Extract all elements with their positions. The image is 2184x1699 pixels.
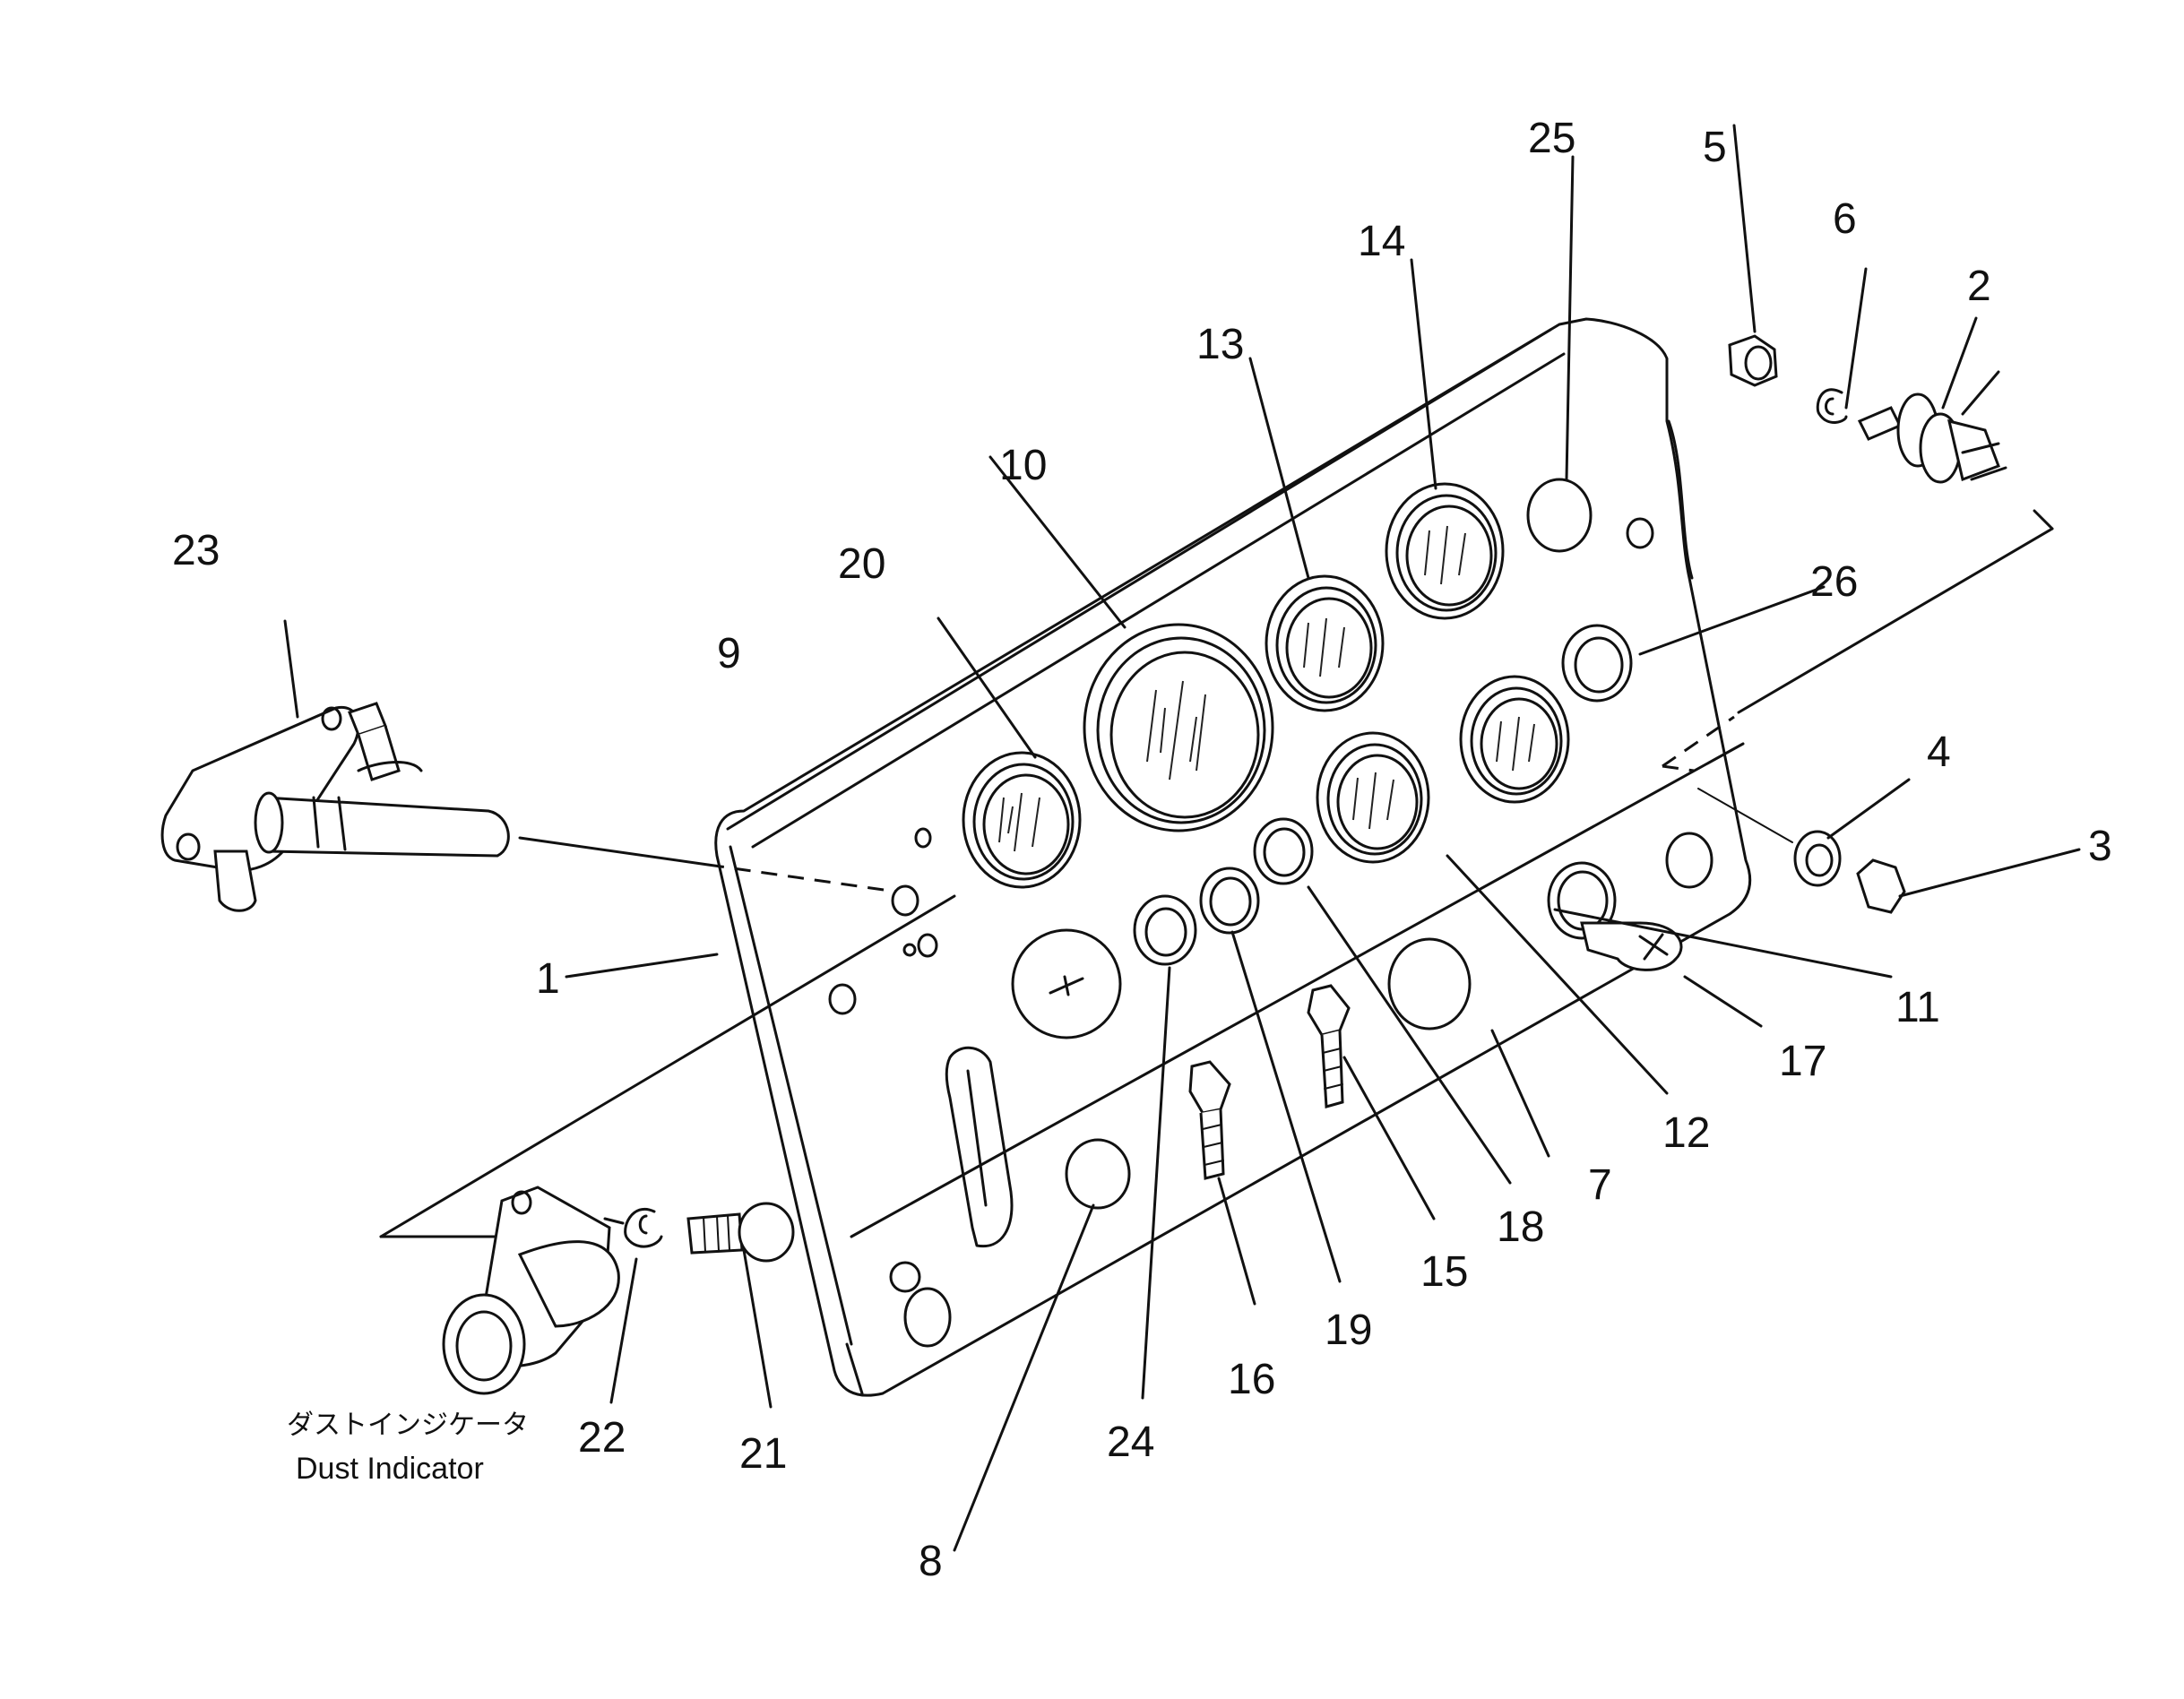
callout-17: 17 — [1779, 1038, 1826, 1085]
dust-indicator-caption: ダストインジケータ Dust Indicator — [287, 1410, 529, 1486]
terminal-2 — [1857, 392, 2007, 484]
callout-15: 15 — [1420, 1248, 1468, 1296]
callout-9: 9 — [717, 630, 741, 677]
key-switch-17 — [1547, 861, 1683, 971]
leader-lines — [283, 124, 2081, 1552]
plug-25 — [1526, 478, 1593, 553]
lamp-19 — [1199, 867, 1260, 935]
callout-12: 12 — [1662, 1109, 1710, 1157]
gauge-20 — [962, 751, 1082, 889]
callout-10: 10 — [999, 442, 1047, 489]
lamp-18 — [1253, 817, 1314, 885]
bulb-16 — [1188, 1060, 1231, 1180]
callout-8: 8 — [919, 1538, 943, 1585]
callout-labels: 1 2 3 4 5 6 7 8 9 10 11 12 13 14 15 16 1… — [172, 115, 2112, 1585]
callout-11: 11 — [1895, 984, 1940, 1031]
lamp-24 — [1133, 894, 1197, 966]
callout-24: 24 — [1107, 1419, 1154, 1466]
washer-22 — [603, 1208, 663, 1248]
callout-14: 14 — [1358, 218, 1405, 265]
sensor-bracket-23 — [160, 702, 510, 912]
washer-4 — [1697, 788, 1842, 887]
switch-9 — [1011, 928, 1122, 1039]
caption-japanese: ダストインジケータ — [287, 1410, 529, 1440]
instrument-panel-plate — [714, 317, 1752, 1397]
callout-6: 6 — [1833, 195, 1857, 243]
caption-english: Dust Indicator — [296, 1452, 484, 1486]
callout-1: 1 — [536, 955, 560, 1003]
callout-13: 13 — [1196, 321, 1244, 368]
gauge-13 — [1265, 574, 1385, 712]
bulb-15 — [1307, 984, 1351, 1108]
callout-22: 22 — [578, 1414, 626, 1462]
cap-3 — [1856, 858, 1906, 914]
nut-5 — [1728, 334, 1778, 387]
callout-2: 2 — [1967, 263, 1991, 310]
callout-21: 21 — [739, 1430, 787, 1478]
callout-18: 18 — [1497, 1203, 1544, 1251]
washer-6 — [1816, 388, 1848, 424]
callout-3: 3 — [2088, 823, 2112, 870]
callout-5: 5 — [1703, 124, 1727, 171]
callout-19: 19 — [1325, 1307, 1372, 1354]
bolt-21 — [686, 1202, 795, 1263]
callout-7: 7 — [1588, 1161, 1612, 1209]
assembly-lines — [379, 509, 2054, 1238]
callout-4: 4 — [1927, 729, 1951, 776]
dust-indicator — [442, 1186, 620, 1395]
callout-16: 16 — [1228, 1356, 1275, 1403]
plug-7 — [1387, 937, 1472, 1031]
callout-26: 26 — [1810, 558, 1858, 606]
callout-23: 23 — [172, 527, 220, 574]
lamp-26 — [1561, 624, 1633, 703]
gauge-14 — [1385, 482, 1505, 620]
gauge-10 — [1083, 623, 1274, 832]
callout-20: 20 — [838, 540, 885, 588]
gauge-12 — [1316, 731, 1430, 864]
callout-25: 25 — [1528, 115, 1575, 162]
gauge-11 — [1459, 675, 1570, 804]
plug-8 — [1065, 1138, 1131, 1210]
